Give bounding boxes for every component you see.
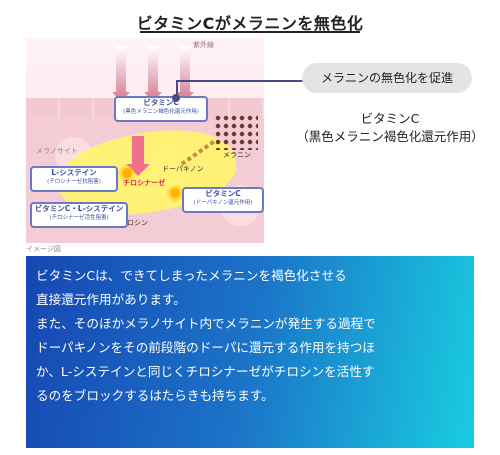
melanin-label: メラニン	[223, 151, 251, 159]
description-line: ビタミンCは、できてしまったメラニンを褐色化させる	[36, 268, 347, 283]
vitamin-c-l-cysteine-callout: ビタミンC・L-システイン (チロシナーゼ活性阻害)	[30, 202, 128, 228]
tyrosine-label: チロシン	[120, 219, 148, 227]
process-arrow-icon	[132, 136, 144, 166]
connector-dot-icon	[172, 94, 180, 102]
melanin-dots-icon	[214, 114, 258, 150]
connector-line	[176, 80, 306, 82]
description-line: るのをブロックするはたらきも持ちます。	[36, 388, 274, 403]
callout-title: ビタミンC・L-システイン	[34, 204, 124, 213]
process-arrow-head-icon	[126, 164, 150, 176]
melanocyte-label: メラノサイト	[36, 147, 78, 155]
dopaquinone-label: ドーパキノン	[162, 165, 204, 173]
description-line: また、そのほかメラノサイト内でメラニンが発生する過程で	[36, 316, 376, 331]
l-cysteine-callout: L-システイン (チロシナーゼ抗阻害)	[30, 166, 118, 192]
callout-subtitle: (チロシナーゼ抗阻害)	[47, 179, 101, 185]
uv-arrow-icon	[116, 46, 126, 94]
connector-line	[176, 80, 178, 98]
tyrosinase-label: チロシナーゼ	[123, 179, 165, 187]
vitamin-c-label: ビタミンC	[360, 111, 420, 126]
page-title: ビタミンCがメラニンを無色化	[136, 14, 364, 33]
callout-title: ビタミンC	[143, 98, 179, 107]
reaction-burst-icon	[170, 188, 180, 198]
uv-arrow-icon	[180, 46, 190, 94]
description-line: 直接還元作用があります。	[36, 292, 186, 307]
vitamin-c-effect-label: （黒色メラニン褐色化還元作用）	[296, 129, 484, 144]
callout-title: ビタミンC	[205, 189, 241, 198]
callout-subtitle: (黒色メラニン褐色化還元作用)	[123, 109, 199, 115]
uv-arrow-icon	[148, 46, 158, 94]
title-underline	[140, 31, 360, 33]
vitamin-c-callout: ビタミンC (黒色メラニン褐色化還元作用)	[114, 96, 208, 122]
callout-title: L-システイン	[51, 168, 97, 177]
description-line: ドーパキノンをその前段階のドーパに還元する作用を持つほ	[36, 340, 375, 355]
skin-illustration: 紫外線 メラニン メラノサイト チロシナーゼ ドーパキノン チロシン ビタミンC…	[26, 38, 264, 243]
description-line: か、L-システインと同じくチロシナーゼがチロシンを活性す	[36, 364, 375, 379]
callout-subtitle: (チロシナーゼ活性阻害)	[49, 215, 109, 221]
melanin-decolor-badge: メラニンの無色化を促進	[302, 63, 472, 93]
reaction-burst-icon	[122, 168, 132, 178]
description-panel: ビタミンCは、できてしまったメラニンを褐色化させる 直接還元作用があります。 ま…	[26, 256, 474, 448]
uv-label: 紫外線	[193, 41, 214, 49]
vitamin-c-dopaquinone-callout: ビタミンC (ドーパキノン還元作用)	[182, 187, 264, 213]
callout-subtitle: (ドーパキノン還元作用)	[193, 200, 253, 206]
image-note: イメージ図	[26, 245, 61, 253]
